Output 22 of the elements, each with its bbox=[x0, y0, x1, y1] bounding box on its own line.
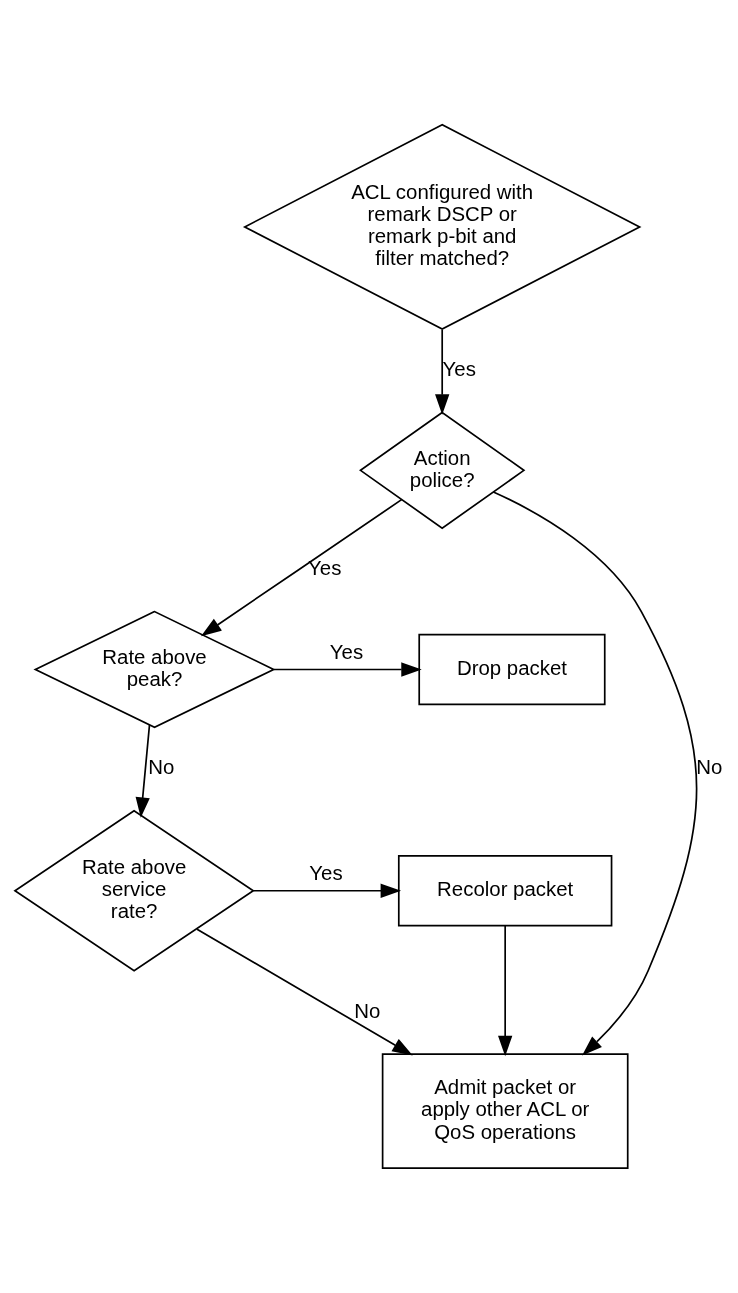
node-diamond: Rate above peak? bbox=[33, 610, 276, 729]
edge-label: No bbox=[354, 999, 381, 1022]
arrow bbox=[135, 724, 151, 818]
edge-label: Yes bbox=[309, 861, 343, 884]
arrow bbox=[498, 925, 513, 1057]
node-box: Drop packet bbox=[418, 633, 606, 706]
arrow bbox=[196, 928, 413, 1056]
arrow bbox=[200, 498, 403, 637]
edge-label: Yes bbox=[442, 358, 476, 381]
node-box: Recolor packet bbox=[397, 855, 613, 927]
edge-label: No bbox=[148, 756, 175, 779]
edge-label: Yes bbox=[329, 640, 364, 663]
node-diamond: ACL configured with remark DSCP or remark p-bit and filter matched? bbox=[242, 123, 642, 330]
arrow bbox=[435, 328, 450, 415]
arrow bbox=[492, 491, 698, 1056]
node-box: Admit packet or apply other ACL or QoS operations bbox=[381, 1053, 629, 1170]
arrow bbox=[273, 662, 422, 677]
edge-label: No bbox=[696, 756, 723, 779]
arrow bbox=[252, 883, 402, 898]
edge-label: Yes bbox=[308, 557, 342, 580]
node-diamond: Rate above service rate? bbox=[13, 809, 255, 972]
node-diamond: Action police? bbox=[359, 411, 526, 530]
